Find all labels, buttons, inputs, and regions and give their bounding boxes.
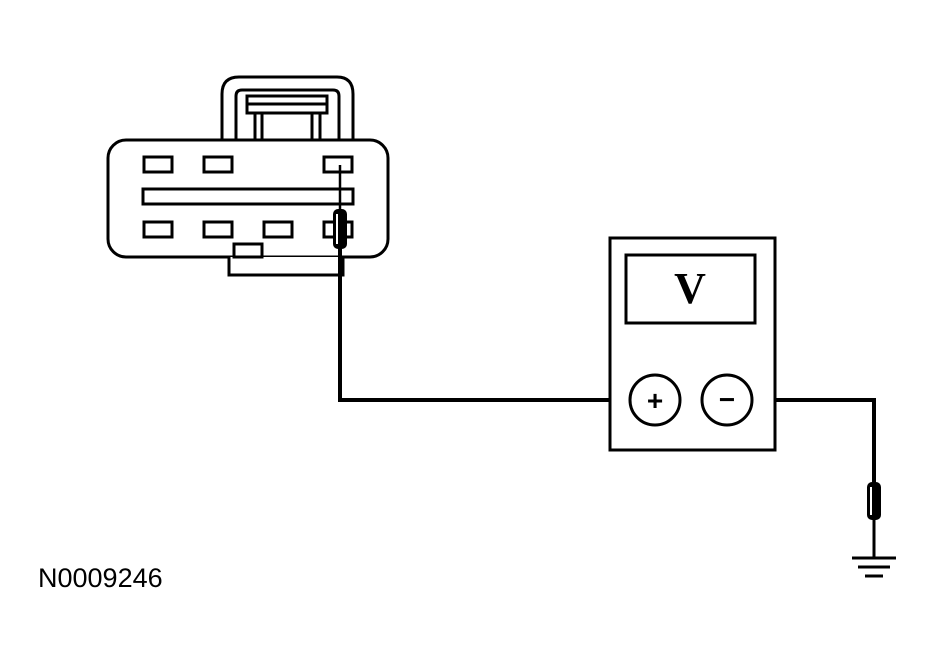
meter-display-label: V [674, 264, 706, 313]
negative-terminal [700, 373, 754, 427]
terminal-cavity [322, 155, 354, 174]
meter-display [624, 253, 757, 325]
terminal-cavity [202, 155, 234, 174]
voltmeter: V + − [608, 236, 777, 452]
positive-terminal-label: + [647, 385, 663, 416]
electrical-connector [106, 75, 390, 277]
terminal-cavity [142, 220, 174, 239]
negative-terminal-label: − [719, 384, 735, 415]
ground-probe-body [867, 482, 881, 520]
connector-rib [141, 187, 355, 206]
ground-probe-icon [867, 482, 881, 557]
positive-terminal [628, 373, 682, 427]
ground-symbol-icon [852, 556, 896, 578]
connector-key-tab [227, 257, 345, 277]
connector-notch [232, 242, 264, 259]
negative-lead-wire [752, 398, 876, 485]
positive-lead-wire [338, 249, 630, 402]
terminal-cavity [202, 220, 234, 239]
terminal-cavity [142, 155, 174, 174]
test-probe-icon [333, 165, 347, 249]
probe-body [333, 209, 347, 249]
terminal-cavity [262, 220, 294, 239]
figure-id: N0009246 [38, 563, 163, 593]
